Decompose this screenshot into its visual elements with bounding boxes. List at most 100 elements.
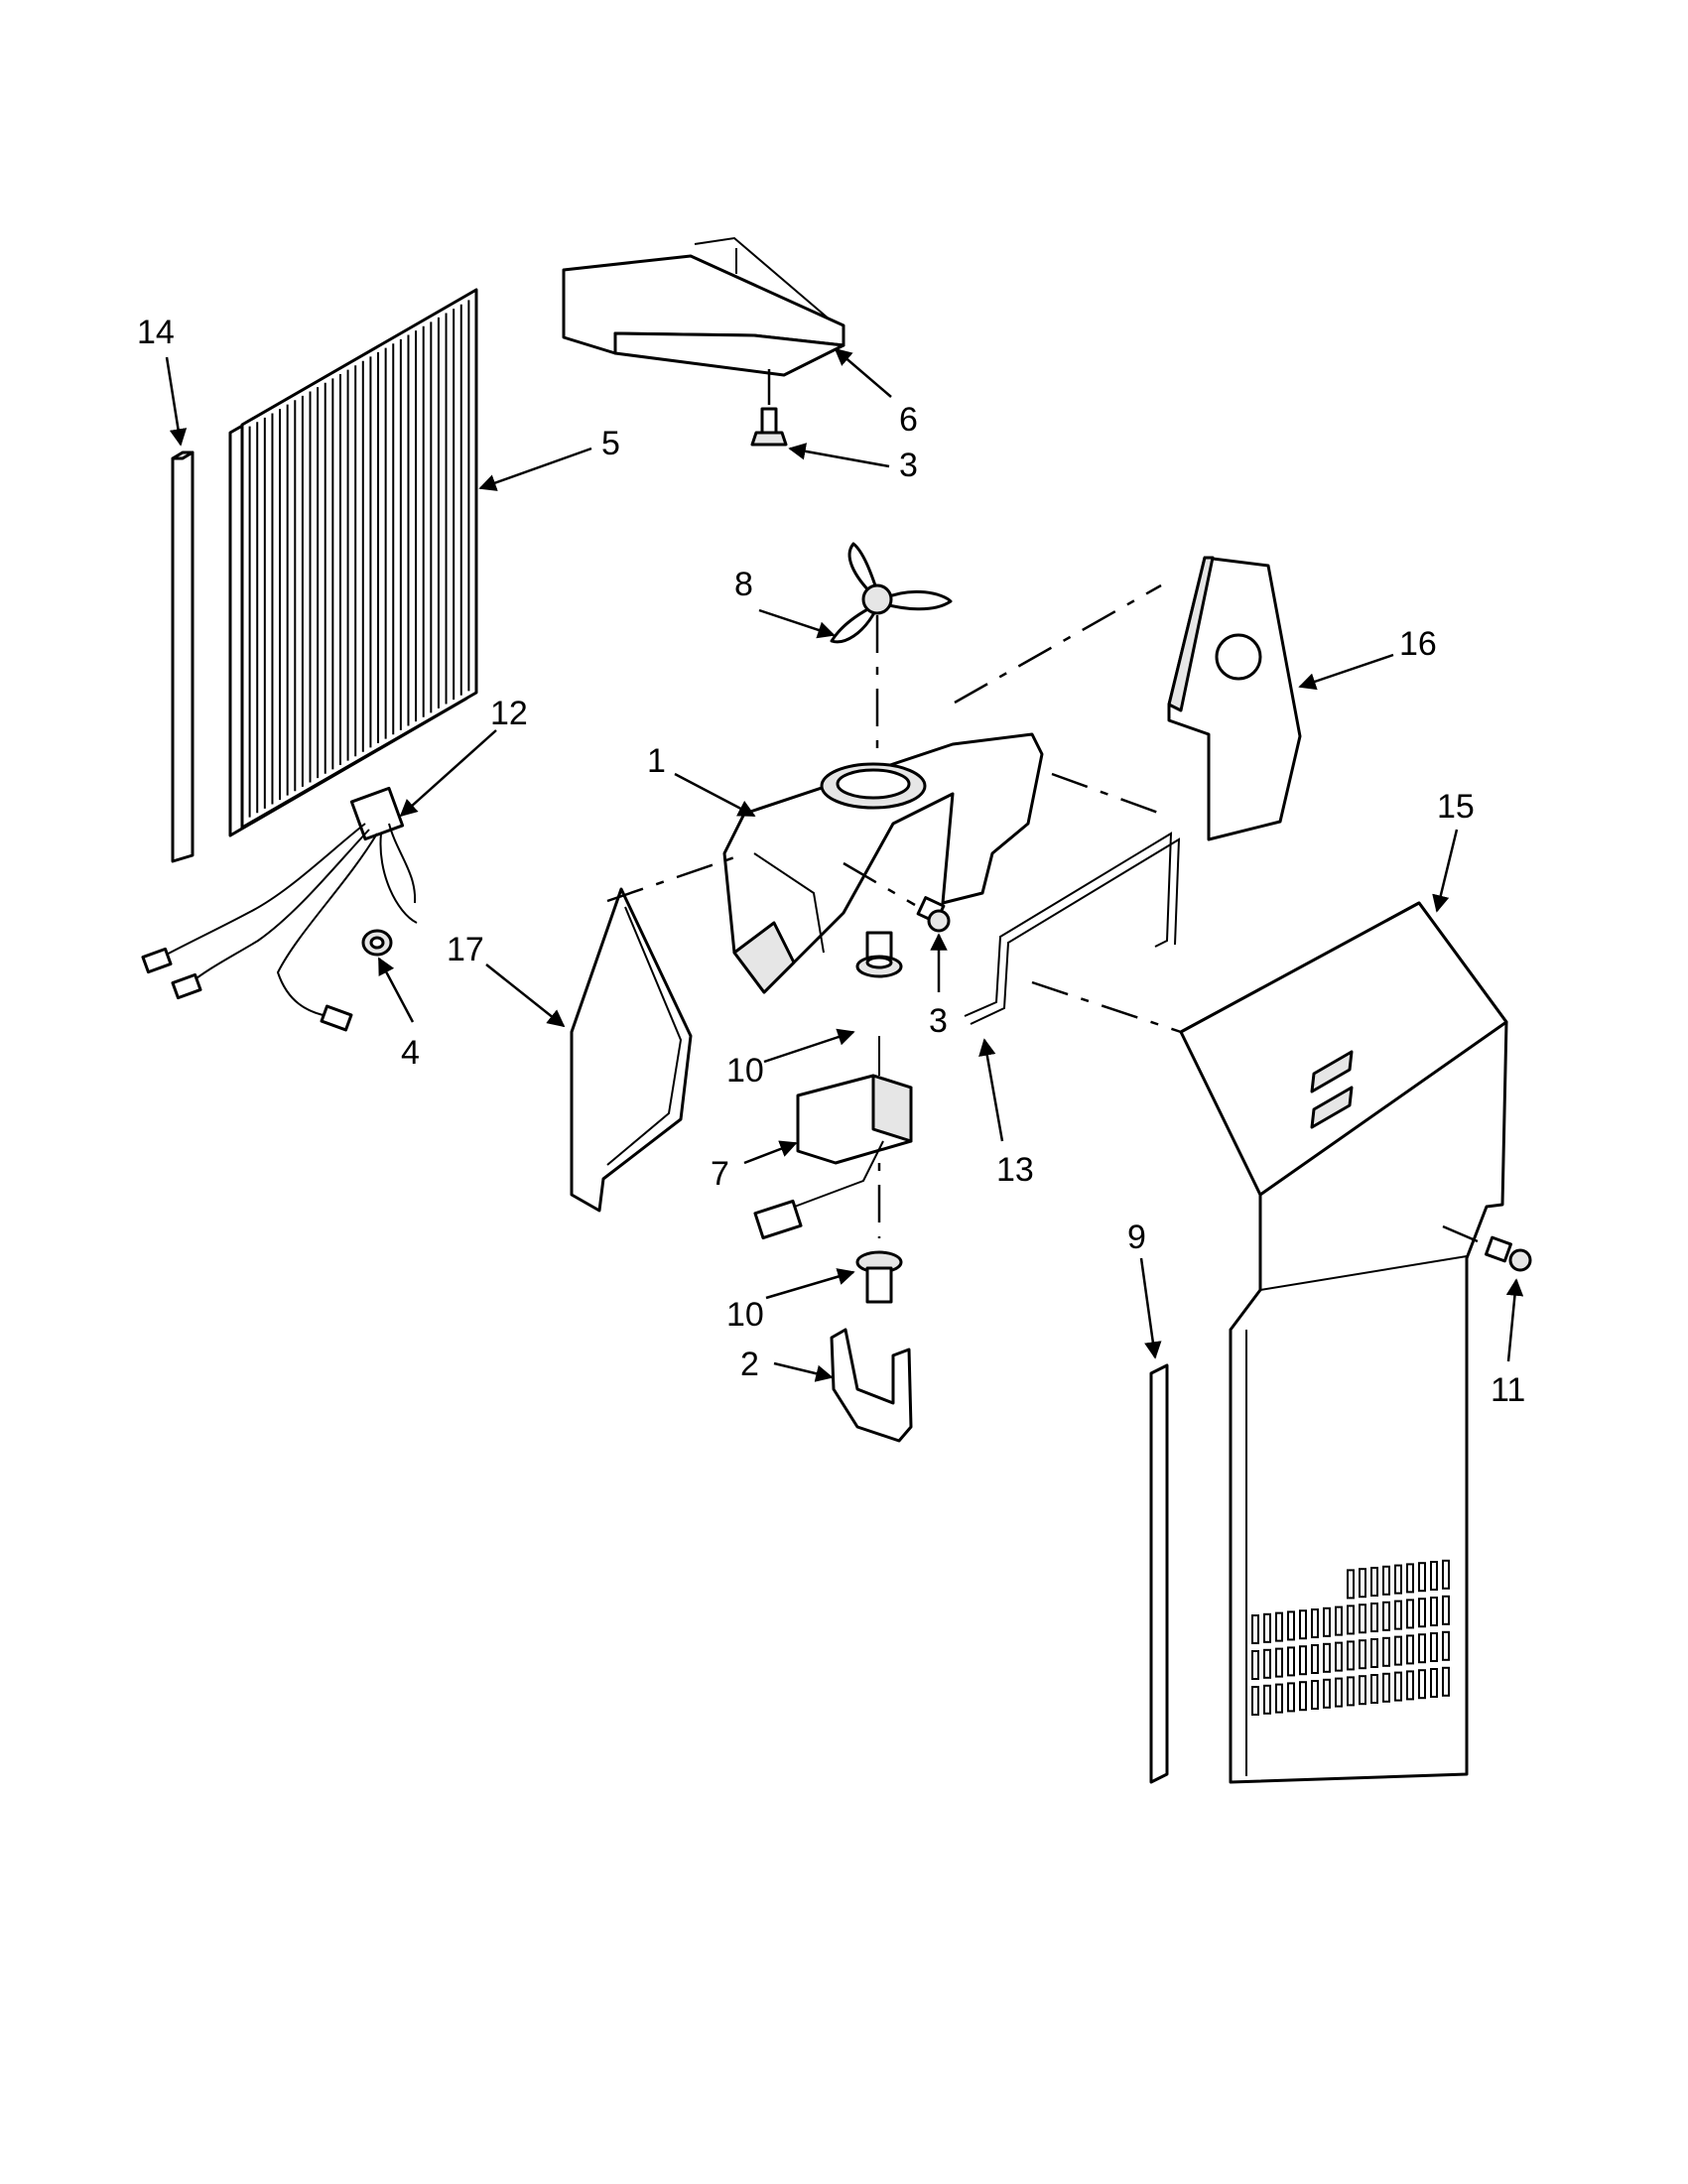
vent-slot — [1359, 1639, 1366, 1670]
vent-slot — [1442, 1666, 1450, 1697]
vent-slot — [1406, 1563, 1414, 1594]
vent-slot — [1370, 1638, 1378, 1668]
vent-slot — [1263, 1684, 1271, 1715]
callout-11: 11 — [1491, 1371, 1525, 1409]
part-15-rear-panel — [1179, 901, 1508, 1784]
callout-16: 16 — [1399, 625, 1437, 663]
vent-slot — [1370, 1674, 1378, 1704]
callout-7: 7 — [711, 1155, 729, 1193]
callout-3-mid: 3 — [929, 1002, 948, 1040]
vent-slot — [1275, 1683, 1283, 1714]
vent-slot — [1418, 1633, 1426, 1664]
vent-slot — [1359, 1568, 1366, 1599]
part-6-duct-cover — [562, 236, 845, 377]
callout-4: 4 — [401, 1034, 420, 1072]
vent-slot — [1347, 1569, 1355, 1600]
vent-slot — [1430, 1632, 1438, 1662]
vent-slot — [1430, 1668, 1438, 1698]
part-10-bushing-upper — [855, 931, 903, 978]
vent-slot — [1394, 1600, 1402, 1630]
callout-13: 13 — [996, 1151, 1034, 1189]
vent-slot — [1299, 1645, 1307, 1676]
part-1-fan-housing — [722, 732, 1044, 994]
part-5-panel — [228, 288, 478, 837]
part-7-motor — [753, 1036, 913, 1240]
assembly-line-16b — [1051, 772, 1162, 816]
vent-slot — [1335, 1641, 1343, 1672]
vent-slot — [1406, 1599, 1414, 1629]
part-9-strip — [1149, 1363, 1169, 1784]
part-13-wire-bracket — [964, 832, 1181, 1025]
part-16-side-panel-right — [1167, 556, 1302, 841]
vent-slot — [1394, 1635, 1402, 1666]
vent-slot — [1311, 1608, 1319, 1638]
callout-10-lower: 10 — [726, 1296, 764, 1334]
vent-slot — [1347, 1605, 1355, 1635]
vent-slot — [1418, 1669, 1426, 1700]
vent-slot — [1251, 1650, 1259, 1680]
vent-slot — [1382, 1672, 1390, 1703]
part-10-bushing-lower — [855, 1250, 903, 1304]
vent-slot — [1382, 1601, 1390, 1631]
callout-2: 2 — [740, 1346, 759, 1383]
vent-slot — [1311, 1644, 1319, 1674]
vent-slot — [1299, 1681, 1307, 1712]
callout-9: 9 — [1127, 1219, 1146, 1256]
vent-slot — [1335, 1606, 1343, 1636]
vent-slot — [1370, 1567, 1378, 1597]
vent-slot — [1382, 1565, 1390, 1596]
vent-slot — [1275, 1611, 1283, 1642]
vent-slot — [1323, 1642, 1331, 1673]
callout-17: 17 — [447, 931, 484, 968]
vent-slot — [1370, 1603, 1378, 1632]
vent-slot — [1287, 1646, 1295, 1677]
vent-slot — [1287, 1682, 1295, 1713]
vent-slot — [1359, 1675, 1366, 1706]
callout-8: 8 — [734, 566, 753, 603]
vent-slot — [1251, 1686, 1259, 1716]
vent-slot — [1287, 1610, 1295, 1641]
vent-slot — [1251, 1614, 1259, 1644]
callout-3-top: 3 — [899, 447, 918, 484]
assembly-line-15 — [1031, 980, 1182, 1034]
vent-slot — [1442, 1559, 1450, 1590]
part-2-bracket — [830, 1328, 913, 1443]
part-11-screw — [1442, 1224, 1532, 1272]
part-12-wire-harness — [141, 786, 418, 1032]
vent-slot — [1335, 1677, 1343, 1708]
vent-slot — [1359, 1604, 1366, 1634]
callout-10-upper: 10 — [726, 1052, 764, 1090]
vent-slot — [1299, 1609, 1307, 1640]
vent-slot — [1442, 1630, 1450, 1661]
leader-arrows — [165, 347, 1524, 1382]
callout-15: 15 — [1437, 788, 1475, 826]
vent-slot — [1430, 1597, 1438, 1626]
vent-slot — [1275, 1647, 1283, 1678]
assembly-line-16a — [954, 583, 1162, 705]
vent-slot — [1323, 1678, 1331, 1709]
vent-slot — [1418, 1562, 1426, 1593]
vent-slot — [1263, 1612, 1271, 1643]
part-3-screw-top — [750, 369, 788, 447]
vent-slot — [1263, 1648, 1271, 1679]
assembly-line-17 — [606, 851, 747, 903]
vent-slot — [1418, 1598, 1426, 1628]
vent-slot — [1347, 1640, 1355, 1671]
vent-slot — [1394, 1671, 1402, 1702]
vent-slot — [1347, 1676, 1355, 1707]
part-3-screw-mid — [843, 861, 951, 933]
part-17-side-panel-left — [570, 887, 693, 1213]
vent-slot — [1430, 1561, 1438, 1591]
vent-slot — [1442, 1595, 1450, 1625]
vent-slot — [1323, 1606, 1331, 1637]
callout-6: 6 — [899, 401, 918, 439]
callout-12: 12 — [490, 695, 528, 732]
callout-14: 14 — [137, 314, 175, 351]
vent-slot — [1311, 1680, 1319, 1710]
part-14-strip — [171, 450, 195, 863]
vent-slot — [1394, 1564, 1402, 1595]
callout-5: 5 — [601, 425, 620, 462]
callout-1: 1 — [647, 742, 666, 780]
part-8-fan-blade — [830, 542, 953, 644]
